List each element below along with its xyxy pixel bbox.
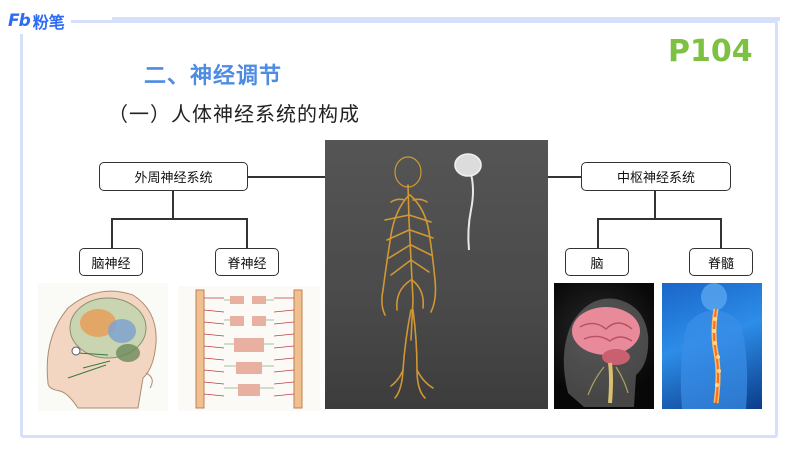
spinal-nerve-label: 脊神经 — [227, 256, 267, 272]
spinal-cord-label: 脊髓 — [707, 256, 734, 272]
spinal-nerve-illustration — [178, 286, 320, 411]
spinal-cord-box: 脊髓 — [689, 248, 753, 276]
page-code: P104 — [668, 34, 753, 69]
brand-logo: Fb 粉笔 — [8, 8, 71, 34]
connector-spinal-cord — [720, 218, 722, 248]
subsection-title: （一）人体神经系统的构成 — [108, 102, 360, 126]
connector-peripheral-stem — [172, 191, 174, 219]
central-system-label: 中枢神经系统 — [616, 171, 695, 186]
spinal-nerve-box: 脊神经 — [215, 248, 279, 276]
connector-central-stem — [654, 191, 656, 219]
nervous-system-render — [325, 140, 548, 409]
brain-label: 脑 — [590, 256, 604, 272]
cranial-nerve-box: 脑神经 — [79, 248, 143, 276]
cranial-nerve-illustration — [38, 283, 168, 411]
connector-peripheral-to-center — [248, 176, 398, 178]
cranial-nerve-label: 脑神经 — [91, 256, 131, 272]
connector-peripheral-branch — [111, 218, 247, 220]
connector-spinal-nerve — [246, 218, 248, 248]
spinal-cord-drawing — [680, 283, 748, 409]
nervous-system-illustration — [381, 153, 482, 399]
logo-mark: Fb — [8, 11, 31, 31]
connector-cranial — [111, 218, 113, 248]
brain-drawing — [563, 298, 649, 407]
central-system-box: 中枢神经系统 — [581, 162, 731, 191]
logo-text: 粉笔 — [32, 13, 65, 32]
slide-frame — [20, 20, 778, 438]
head-diagram-drawing — [46, 290, 157, 409]
connector-brain — [597, 218, 599, 248]
peripheral-system-label: 外周神经系统 — [134, 171, 213, 186]
brain-box: 脑 — [565, 248, 629, 276]
header-divider — [112, 17, 780, 21]
spinal-nerve-chart-drawing — [195, 289, 303, 409]
brain-illustration — [554, 283, 654, 409]
spinal-cord-illustration — [662, 283, 762, 409]
connector-central-branch — [597, 218, 721, 220]
section-title: 二、神经调节 — [144, 64, 283, 89]
peripheral-system-box: 外周神经系统 — [99, 162, 248, 191]
